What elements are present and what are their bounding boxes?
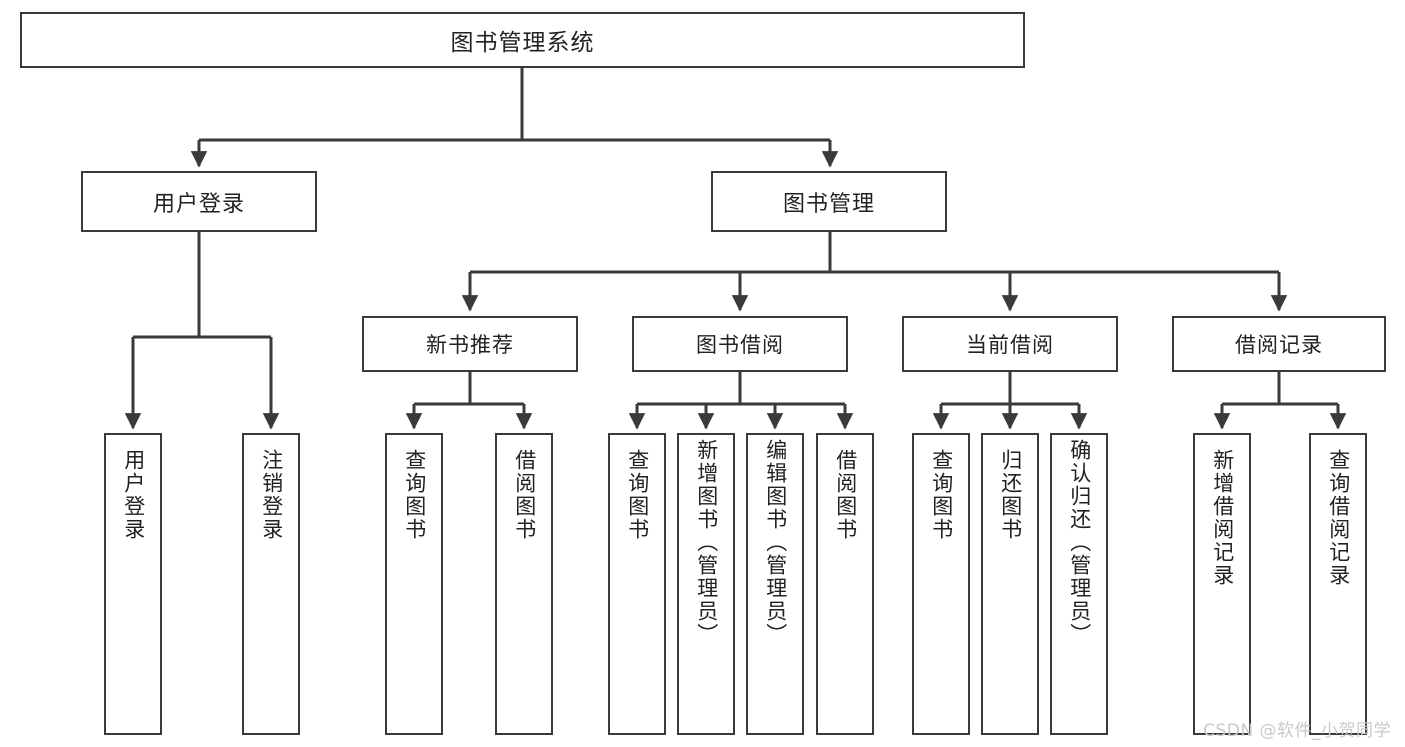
leaf-book-borrow-edit[interactable]: 编辑图书（管理员）: [746, 433, 804, 735]
leaf-label: 编辑图书（管理员）: [763, 439, 788, 646]
node-borrow-record[interactable]: 借阅记录: [1172, 316, 1386, 372]
node-current-borrow[interactable]: 当前借阅: [902, 316, 1118, 372]
leaf-user-login-login[interactable]: 用户登录: [104, 433, 162, 735]
node-book-management[interactable]: 图书管理: [711, 171, 947, 232]
leaf-label: 查询图书: [929, 449, 954, 541]
leaf-borrow-record-add[interactable]: 新增借阅记录: [1193, 433, 1251, 735]
leaf-label: 新增借阅记录: [1210, 449, 1235, 587]
node-book-borrow[interactable]: 图书借阅: [632, 316, 848, 372]
leaf-new-book-query[interactable]: 查询图书: [385, 433, 443, 735]
leaf-current-borrow-return[interactable]: 归还图书: [981, 433, 1039, 735]
leaf-borrow-record-query[interactable]: 查询借阅记录: [1309, 433, 1367, 735]
leaf-label: 借阅图书: [833, 449, 858, 541]
node-root-system[interactable]: 图书管理系统: [20, 12, 1025, 68]
leaf-label: 查询图书: [625, 449, 650, 541]
leaf-label: 借阅图书: [512, 449, 537, 541]
leaf-new-book-borrow[interactable]: 借阅图书: [495, 433, 553, 735]
leaf-user-login-logout[interactable]: 注销登录: [242, 433, 300, 735]
leaf-book-borrow-query[interactable]: 查询图书: [608, 433, 666, 735]
leaf-current-borrow-query[interactable]: 查询图书: [912, 433, 970, 735]
leaf-label: 查询借阅记录: [1326, 449, 1351, 587]
leaf-label: 查询图书: [402, 449, 427, 541]
leaf-book-borrow-borrow[interactable]: 借阅图书: [816, 433, 874, 735]
leaf-label: 新增图书（管理员）: [694, 439, 719, 646]
csdn-watermark: CSDN @软件_小贺同学: [1203, 721, 1391, 741]
leaf-label: 用户登录: [121, 449, 146, 541]
node-new-book-recommend[interactable]: 新书推荐: [362, 316, 578, 372]
leaf-current-borrow-confirm[interactable]: 确认归还（管理员）: [1050, 433, 1108, 735]
leaf-label: 注销登录: [259, 449, 284, 541]
node-user-login[interactable]: 用户登录: [81, 171, 317, 232]
leaf-book-borrow-add[interactable]: 新增图书（管理员）: [677, 433, 735, 735]
leaf-label: 归还图书: [998, 449, 1023, 541]
leaf-label: 确认归还（管理员）: [1067, 439, 1092, 646]
